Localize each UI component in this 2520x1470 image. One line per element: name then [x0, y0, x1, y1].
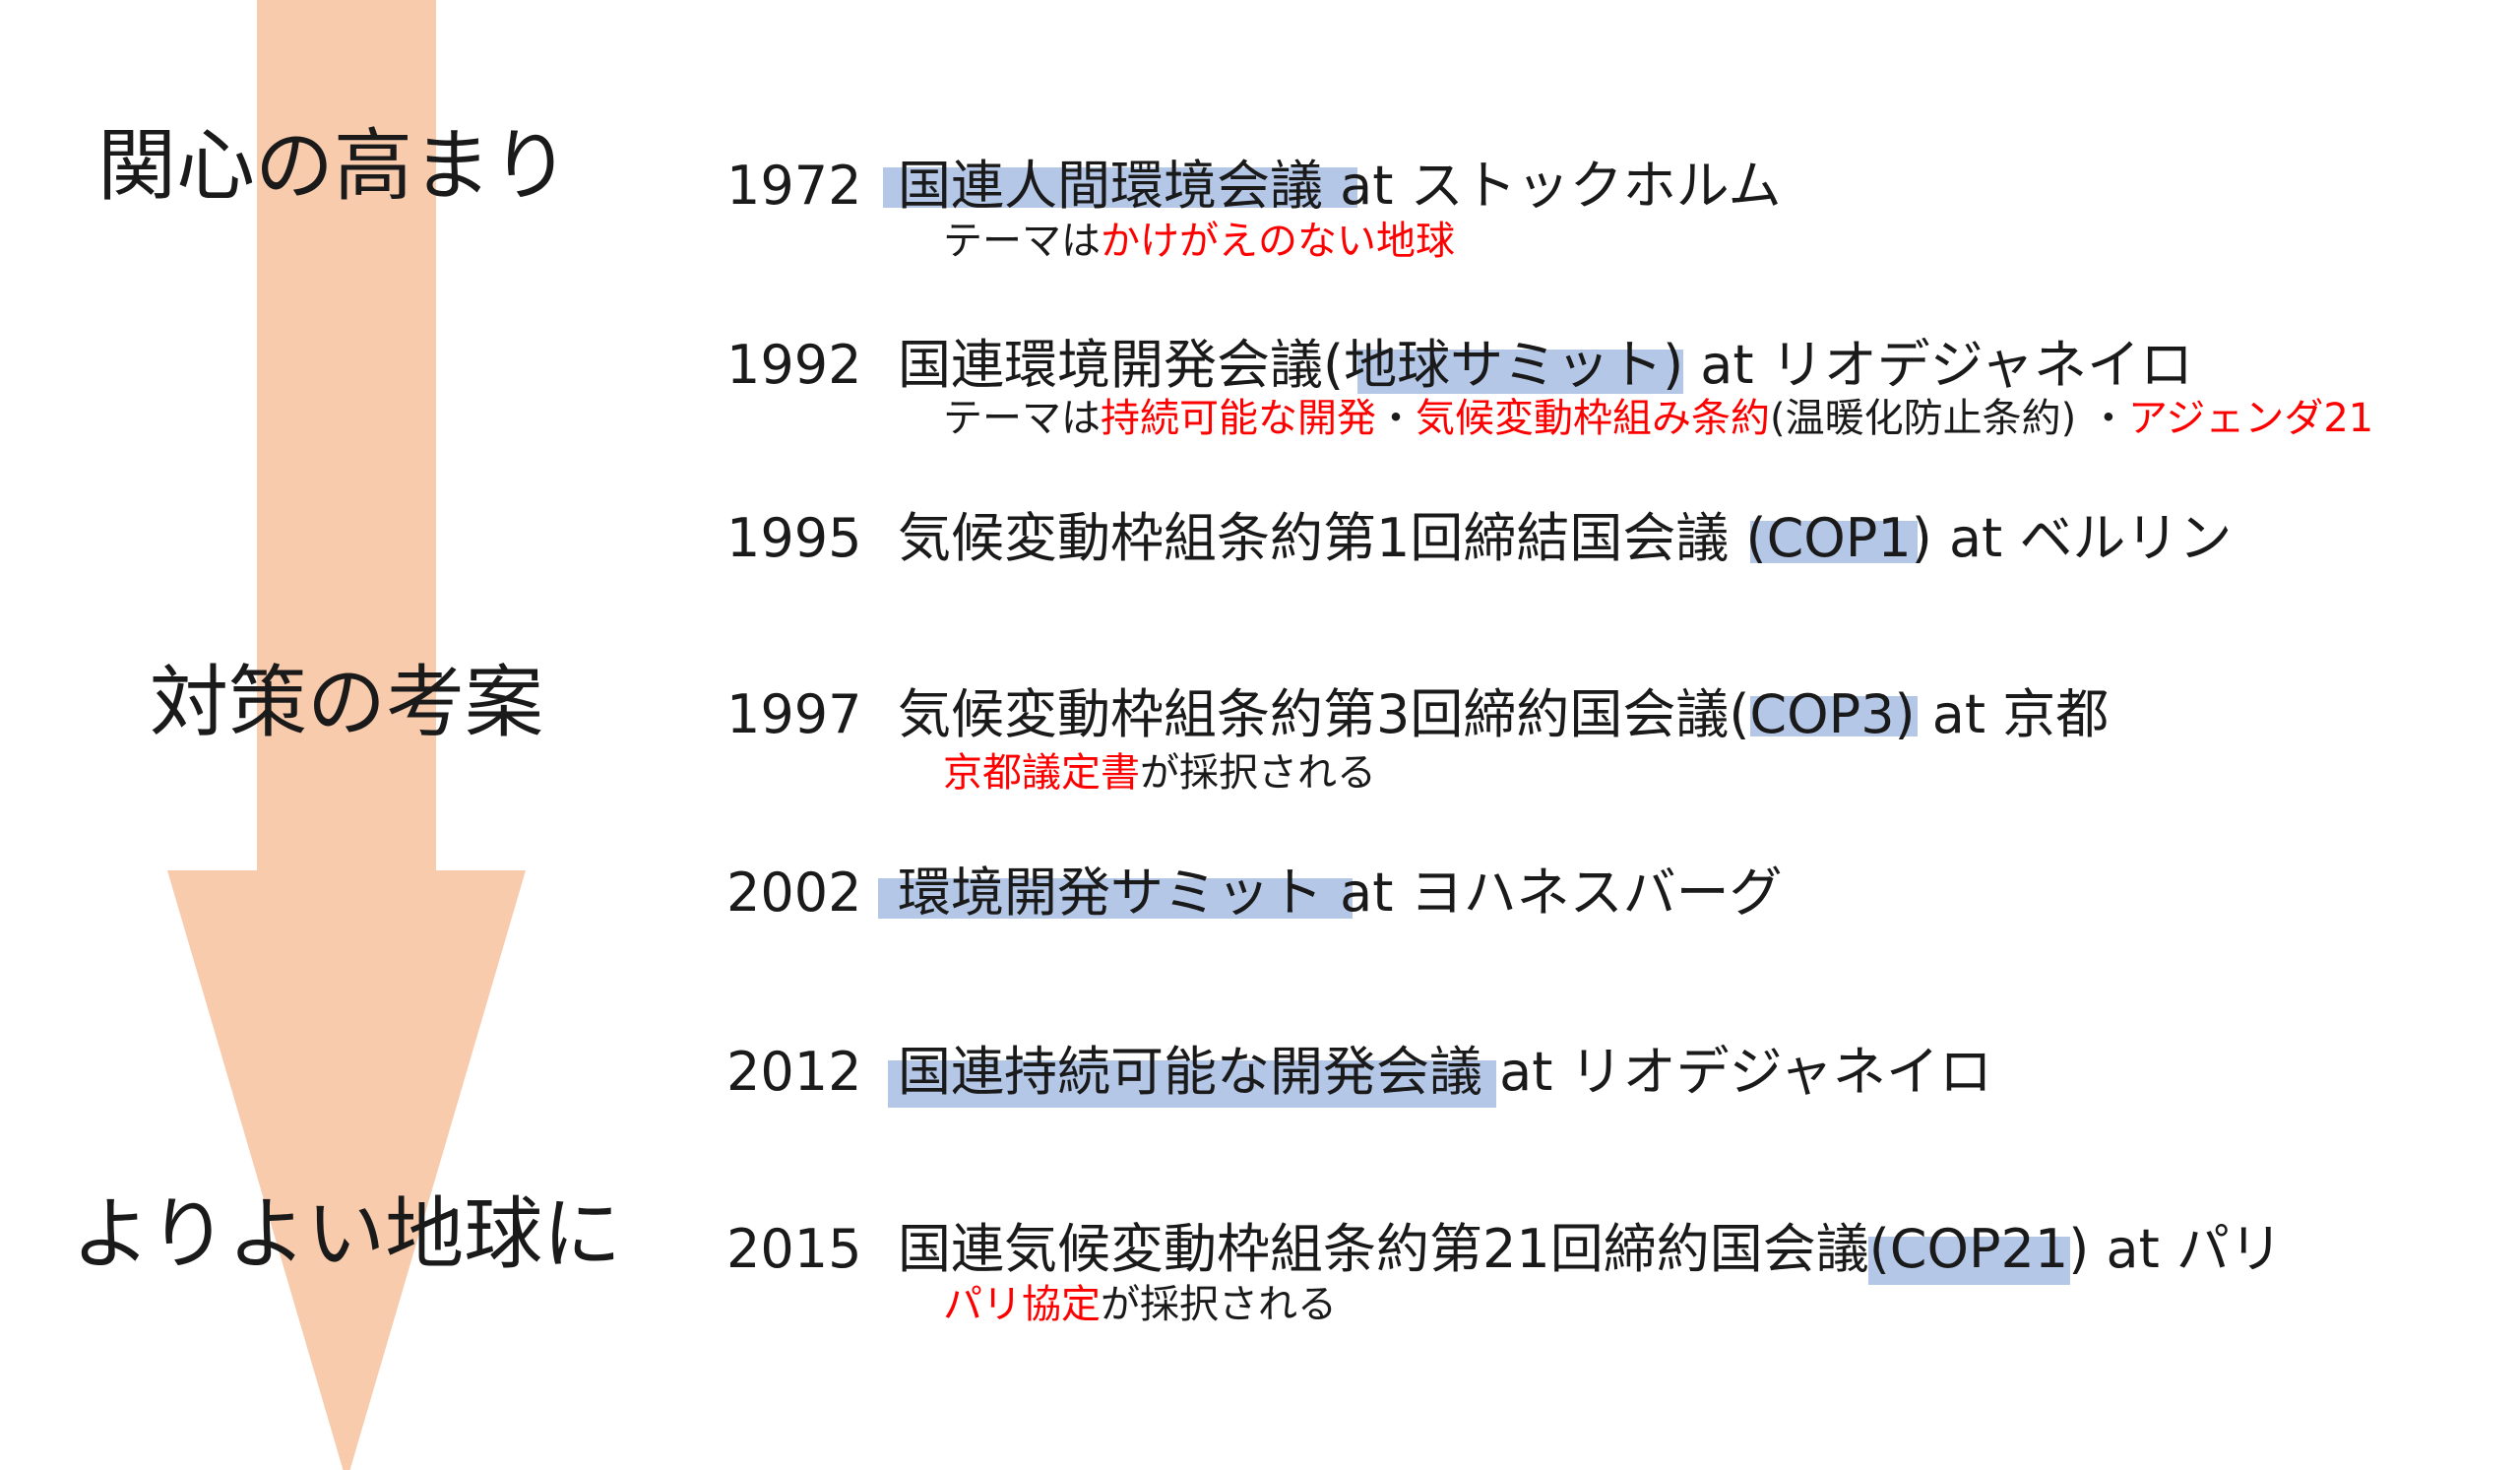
note-highlight-text: 気候変動枠組み条約 [1416, 396, 1770, 441]
event-title: 国連気候変動枠組条約第21回締約国会議(COP21) at パリ [898, 1218, 2283, 1280]
event-title: 国連環境開発会議(地球サミット) at リオデジャネイロ [898, 334, 2194, 396]
note-text: が採択される [1140, 750, 1376, 796]
event-title: 気候変動枠組条約第1回締結国会議 (COP1) at ベルリン [898, 507, 2233, 569]
note-highlight-text: 持続可能な開発 [1101, 396, 1376, 441]
event-note: 京都議定書が採択される [943, 740, 1376, 798]
note-highlight-text: パリ協定 [943, 1282, 1101, 1327]
event-title: 環境開発サミット at ヨハネスバーグ [898, 862, 1783, 924]
note-text: テーマは [943, 396, 1101, 441]
note-text: ・ [1376, 396, 1416, 441]
highlight [1750, 696, 1918, 736]
event-year: 1997 [726, 683, 862, 745]
event-note: パリ協定が採択される [943, 1272, 1337, 1329]
highlight [878, 878, 1353, 919]
note-text: (温暖化防止条約) ・ [1770, 396, 2128, 441]
stage-label: 関心の高まり [97, 120, 570, 212]
stage-label: よりよい地球に [71, 1188, 622, 1280]
event-note: テーマは持続可能な開発・気候変動枠組み条約(温暖化防止条約) ・アジェンダ21 [943, 386, 2373, 443]
event-title: 国連持続可能な開発会議 at リオデジャネイロ [898, 1041, 1992, 1103]
event-year: 1992 [726, 334, 862, 396]
event-year: 2015 [726, 1218, 862, 1280]
highlight [883, 167, 1357, 208]
note-highlight-text: アジェンダ21 [2127, 396, 2374, 441]
note-highlight-text: 京都議定書 [943, 750, 1140, 796]
event-title: 国連人間環境会議 at ストックホルム [898, 155, 1782, 217]
note-text: が採択される [1101, 1282, 1337, 1327]
event-year: 2012 [726, 1041, 862, 1103]
highlight [1357, 350, 1683, 394]
highlight [888, 1060, 1496, 1108]
stage-label: 対策の考案 [150, 657, 543, 748]
event-title: 気候変動枠組条約第3回締約国会議(COP3) at 京都 [898, 683, 2110, 745]
highlight [1868, 1237, 2070, 1285]
note-text: テーマは [943, 219, 1101, 264]
event-year: 2002 [726, 862, 862, 924]
note-highlight-text: かけがえのない地球 [1101, 219, 1455, 264]
event-year: 1995 [726, 507, 862, 569]
highlight [1750, 521, 1918, 563]
event-year: 1972 [726, 155, 862, 217]
event-note: テーマはかけがえのない地球 [943, 209, 1455, 266]
